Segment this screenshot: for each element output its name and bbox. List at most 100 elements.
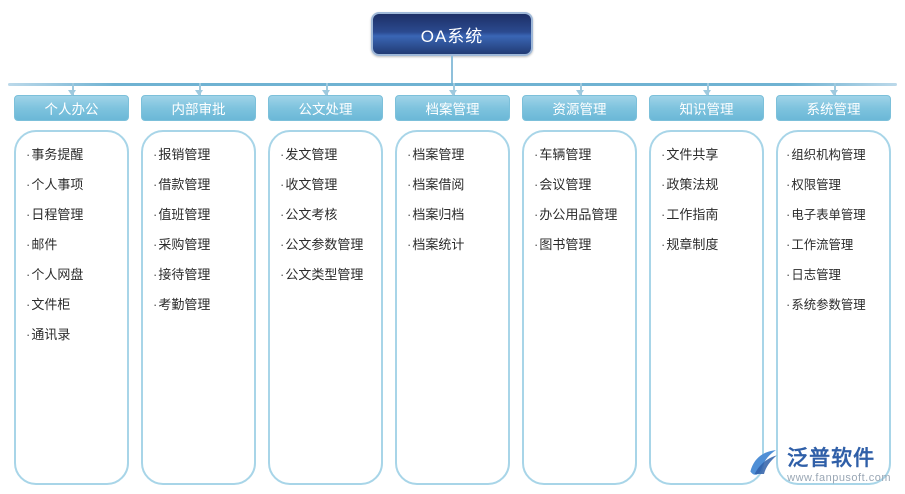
list-item[interactable]: ·接待管理	[153, 268, 248, 282]
arrow-down-icon	[321, 90, 330, 96]
list-item[interactable]: ·日志管理	[786, 267, 883, 283]
list-item-label: 事务提醒	[31, 147, 84, 162]
arrow-down-icon	[575, 90, 584, 96]
list-item-label: 政策法规	[666, 177, 719, 192]
list-item[interactable]: ·采购管理	[153, 238, 248, 252]
module-column-document-processing: 公文处理 ·发文管理 ·收文管理 ·公文考核 ·公文参数管理 ·公文类型管理	[268, 83, 383, 485]
list-item[interactable]: ·车辆管理	[534, 148, 629, 162]
list-item[interactable]: ·档案统计	[407, 238, 502, 252]
list-item-label: 文件共享	[666, 147, 719, 162]
arrow-down-icon	[194, 90, 203, 96]
column-header-document-processing[interactable]: 公文处理	[268, 95, 383, 121]
list-item[interactable]: ·工作流管理	[786, 238, 883, 253]
bullet-icon: ·	[280, 207, 285, 222]
list-item[interactable]: ·工作指南	[661, 208, 756, 222]
list-item[interactable]: ·文件共享	[661, 148, 756, 162]
bullet-icon: ·	[786, 267, 791, 282]
bullet-icon: ·	[534, 237, 539, 252]
list-item[interactable]: ·发文管理	[280, 148, 375, 162]
module-column-system-management: 系统管理 ·组织机构管理 ·权限管理 ·电子表单管理 ·工作流管理 ·日志管理 …	[776, 83, 891, 485]
bullet-icon: ·	[153, 207, 158, 222]
brand-name: 泛普软件	[787, 447, 876, 470]
list-item[interactable]: ·办公用品管理	[534, 208, 629, 222]
column-body-knowledge-management: ·文件共享 ·政策法规 ·工作指南 ·规章制度	[649, 130, 764, 485]
list-item[interactable]: ·公文类型管理	[280, 268, 375, 282]
list-item-label: 电子表单管理	[791, 208, 866, 222]
list-item-label: 规章制度	[666, 237, 719, 252]
list-item[interactable]: ·考勤管理	[153, 298, 248, 312]
column-body-document-processing: ·发文管理 ·收文管理 ·公文考核 ·公文参数管理 ·公文类型管理	[268, 130, 383, 485]
column-header-internal-approval[interactable]: 内部审批	[141, 95, 256, 121]
list-item[interactable]: ·系统参数管理	[786, 297, 883, 313]
list-item-label: 组织机构管理	[791, 148, 866, 162]
module-column-resource-management: 资源管理 ·车辆管理 ·会议管理 ·办公用品管理 ·图书管理	[522, 83, 637, 485]
list-item-label: 采购管理	[158, 237, 211, 252]
list-item-label: 收文管理	[285, 177, 338, 192]
bullet-icon: ·	[407, 177, 412, 192]
list-item-label: 车辆管理	[539, 147, 592, 162]
list-item[interactable]: ·借款管理	[153, 178, 248, 192]
arrow-down-icon	[448, 90, 457, 96]
list-item[interactable]: ·通讯录	[26, 328, 121, 342]
column-header-personal-office[interactable]: 个人办公	[14, 95, 129, 121]
column-header-resource-management[interactable]: 资源管理	[522, 95, 637, 121]
list-item[interactable]: ·政策法规	[661, 178, 756, 192]
list-item[interactable]: ·值班管理	[153, 208, 248, 222]
bullet-icon: ·	[153, 297, 158, 312]
module-column-personal-office: 个人办公 ·事务提醒 ·个人事项 ·日程管理 ·邮件 ·个人网盘 ·文件柜 ·通…	[14, 83, 129, 485]
bullet-icon: ·	[153, 237, 158, 252]
list-item[interactable]: ·报销管理	[153, 148, 248, 162]
list-item[interactable]: ·公文参数管理	[280, 238, 375, 252]
bullet-icon: ·	[786, 297, 791, 312]
column-header-system-management[interactable]: 系统管理	[776, 95, 891, 121]
list-item[interactable]: ·邮件	[26, 238, 121, 252]
list-item-label: 档案统计	[412, 237, 465, 252]
bullet-icon: ·	[407, 207, 412, 222]
list-item[interactable]: ·会议管理	[534, 178, 629, 192]
list-item[interactable]: ·电子表单管理	[786, 208, 883, 223]
branch-connector	[452, 83, 455, 95]
bullet-icon: ·	[661, 207, 666, 222]
list-item[interactable]: ·日程管理	[26, 208, 121, 222]
list-item[interactable]: ·收文管理	[280, 178, 375, 192]
bullet-icon: ·	[534, 147, 539, 162]
list-item-label: 考勤管理	[158, 297, 211, 312]
list-item[interactable]: ·规章制度	[661, 238, 756, 252]
column-body-internal-approval: ·报销管理 ·借款管理 ·值班管理 ·采购管理 ·接待管理 ·考勤管理	[141, 130, 256, 485]
list-item[interactable]: ·权限管理	[786, 178, 883, 193]
bullet-icon: ·	[280, 177, 285, 192]
brand-watermark: 泛普软件 www.fanpusoft.com	[747, 446, 891, 484]
list-item-label: 权限管理	[791, 178, 841, 192]
list-item-label: 借款管理	[158, 177, 211, 192]
list-item[interactable]: ·组织机构管理	[786, 147, 883, 163]
arrow-down-icon	[67, 90, 76, 96]
list-item-label: 报销管理	[158, 147, 211, 162]
brand-url: www.fanpusoft.com	[787, 472, 891, 484]
list-item-label: 公文参数管理	[285, 237, 364, 252]
title-connector-line	[451, 56, 453, 84]
diagram-title-box: OA系统	[371, 12, 533, 56]
branch-connector	[706, 83, 709, 95]
list-item[interactable]: ·公文考核	[280, 208, 375, 222]
list-item[interactable]: ·档案归档	[407, 208, 502, 222]
bullet-icon: ·	[661, 147, 666, 162]
bullet-icon: ·	[786, 147, 791, 162]
bullet-icon: ·	[280, 147, 285, 162]
list-item[interactable]: ·个人网盘	[26, 268, 121, 282]
column-body-system-management: ·组织机构管理 ·权限管理 ·电子表单管理 ·工作流管理 ·日志管理 ·系统参数…	[776, 130, 891, 485]
list-item[interactable]: ·文件柜	[26, 298, 121, 312]
list-item[interactable]: ·档案借阅	[407, 178, 502, 192]
branch-connector	[833, 83, 836, 95]
list-item-label: 公文考核	[285, 207, 338, 222]
column-header-archive-management[interactable]: 档案管理	[395, 95, 510, 121]
list-item-label: 档案借阅	[412, 177, 465, 192]
bullet-icon: ·	[26, 297, 31, 312]
column-header-knowledge-management[interactable]: 知识管理	[649, 95, 764, 121]
branch-connector	[71, 83, 74, 95]
list-item[interactable]: ·事务提醒	[26, 148, 121, 162]
list-item[interactable]: ·图书管理	[534, 238, 629, 252]
list-item[interactable]: ·个人事项	[26, 178, 121, 192]
list-item-label: 文件柜	[31, 297, 71, 312]
bullet-icon: ·	[153, 177, 158, 192]
list-item[interactable]: ·档案管理	[407, 148, 502, 162]
